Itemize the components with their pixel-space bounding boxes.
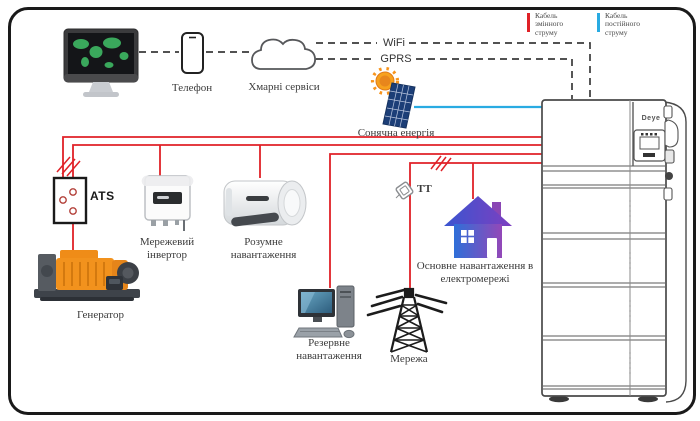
grid-label: Мережа: [390, 353, 428, 365]
generator-label: Генератор: [77, 309, 124, 321]
solar-label: Сонячна енергія: [357, 127, 435, 139]
grid-tower-icon: [366, 287, 448, 353]
ac-wiring: [56, 136, 542, 291]
legend-ac-cable: Кабель змінного струму: [527, 11, 564, 37]
grid-inverter-icon: [141, 175, 194, 231]
phone-label: Телефон: [171, 82, 213, 94]
legend-ac-line2: змінного: [535, 19, 564, 29]
wifi-label: WiFi: [383, 37, 405, 49]
legend-ac-line3: струму: [535, 27, 558, 37]
legend-dc-line1: Кабель: [605, 11, 628, 20]
comm-wiring: [139, 42, 591, 99]
battery-display: [633, 129, 666, 162]
solar-panel-icon: [370, 66, 416, 129]
legend-dc-cable: Кабель постійного струму: [597, 11, 641, 37]
smart-load-icon: [223, 180, 307, 227]
inverter-label: Мережевий інвертор: [139, 236, 195, 261]
cloud-icon: [251, 38, 316, 70]
legend-ac-line1: Кабель: [535, 11, 558, 20]
legend-dc-line3: струму: [605, 27, 628, 37]
smart-load-label: Розумне навантаження: [230, 236, 297, 261]
wire-hash-grid: [430, 155, 452, 172]
diagram-border: [8, 7, 696, 415]
battery-brand-label: Deye: [641, 115, 661, 122]
phone-icon: [181, 32, 204, 74]
ct-label: ТТ: [417, 183, 432, 195]
ats-box: [52, 176, 88, 225]
ct-sensor-icon: [395, 181, 414, 200]
wire-hash-ats: [56, 156, 81, 177]
battery-cabinet: [541, 99, 687, 403]
legend-ac-swatch: [527, 13, 530, 32]
main-load-label: Основне навантаження в електромережі: [416, 260, 534, 285]
ats-label: ATS: [90, 189, 115, 203]
gprs-label: GPRS: [380, 53, 412, 65]
monitor-icon: [63, 28, 139, 97]
generator-icon: [34, 250, 140, 301]
backup-load-label: Резервне навантаження: [296, 337, 362, 362]
cabinet-connectors: [663, 105, 679, 201]
legend-dc-line2: постійного: [605, 19, 641, 29]
backup-load-icon: [293, 285, 355, 339]
main-load-icon: [444, 196, 512, 258]
cloud-label: Хмарні сервіси: [248, 81, 320, 93]
legend-dc-swatch: [597, 13, 600, 32]
